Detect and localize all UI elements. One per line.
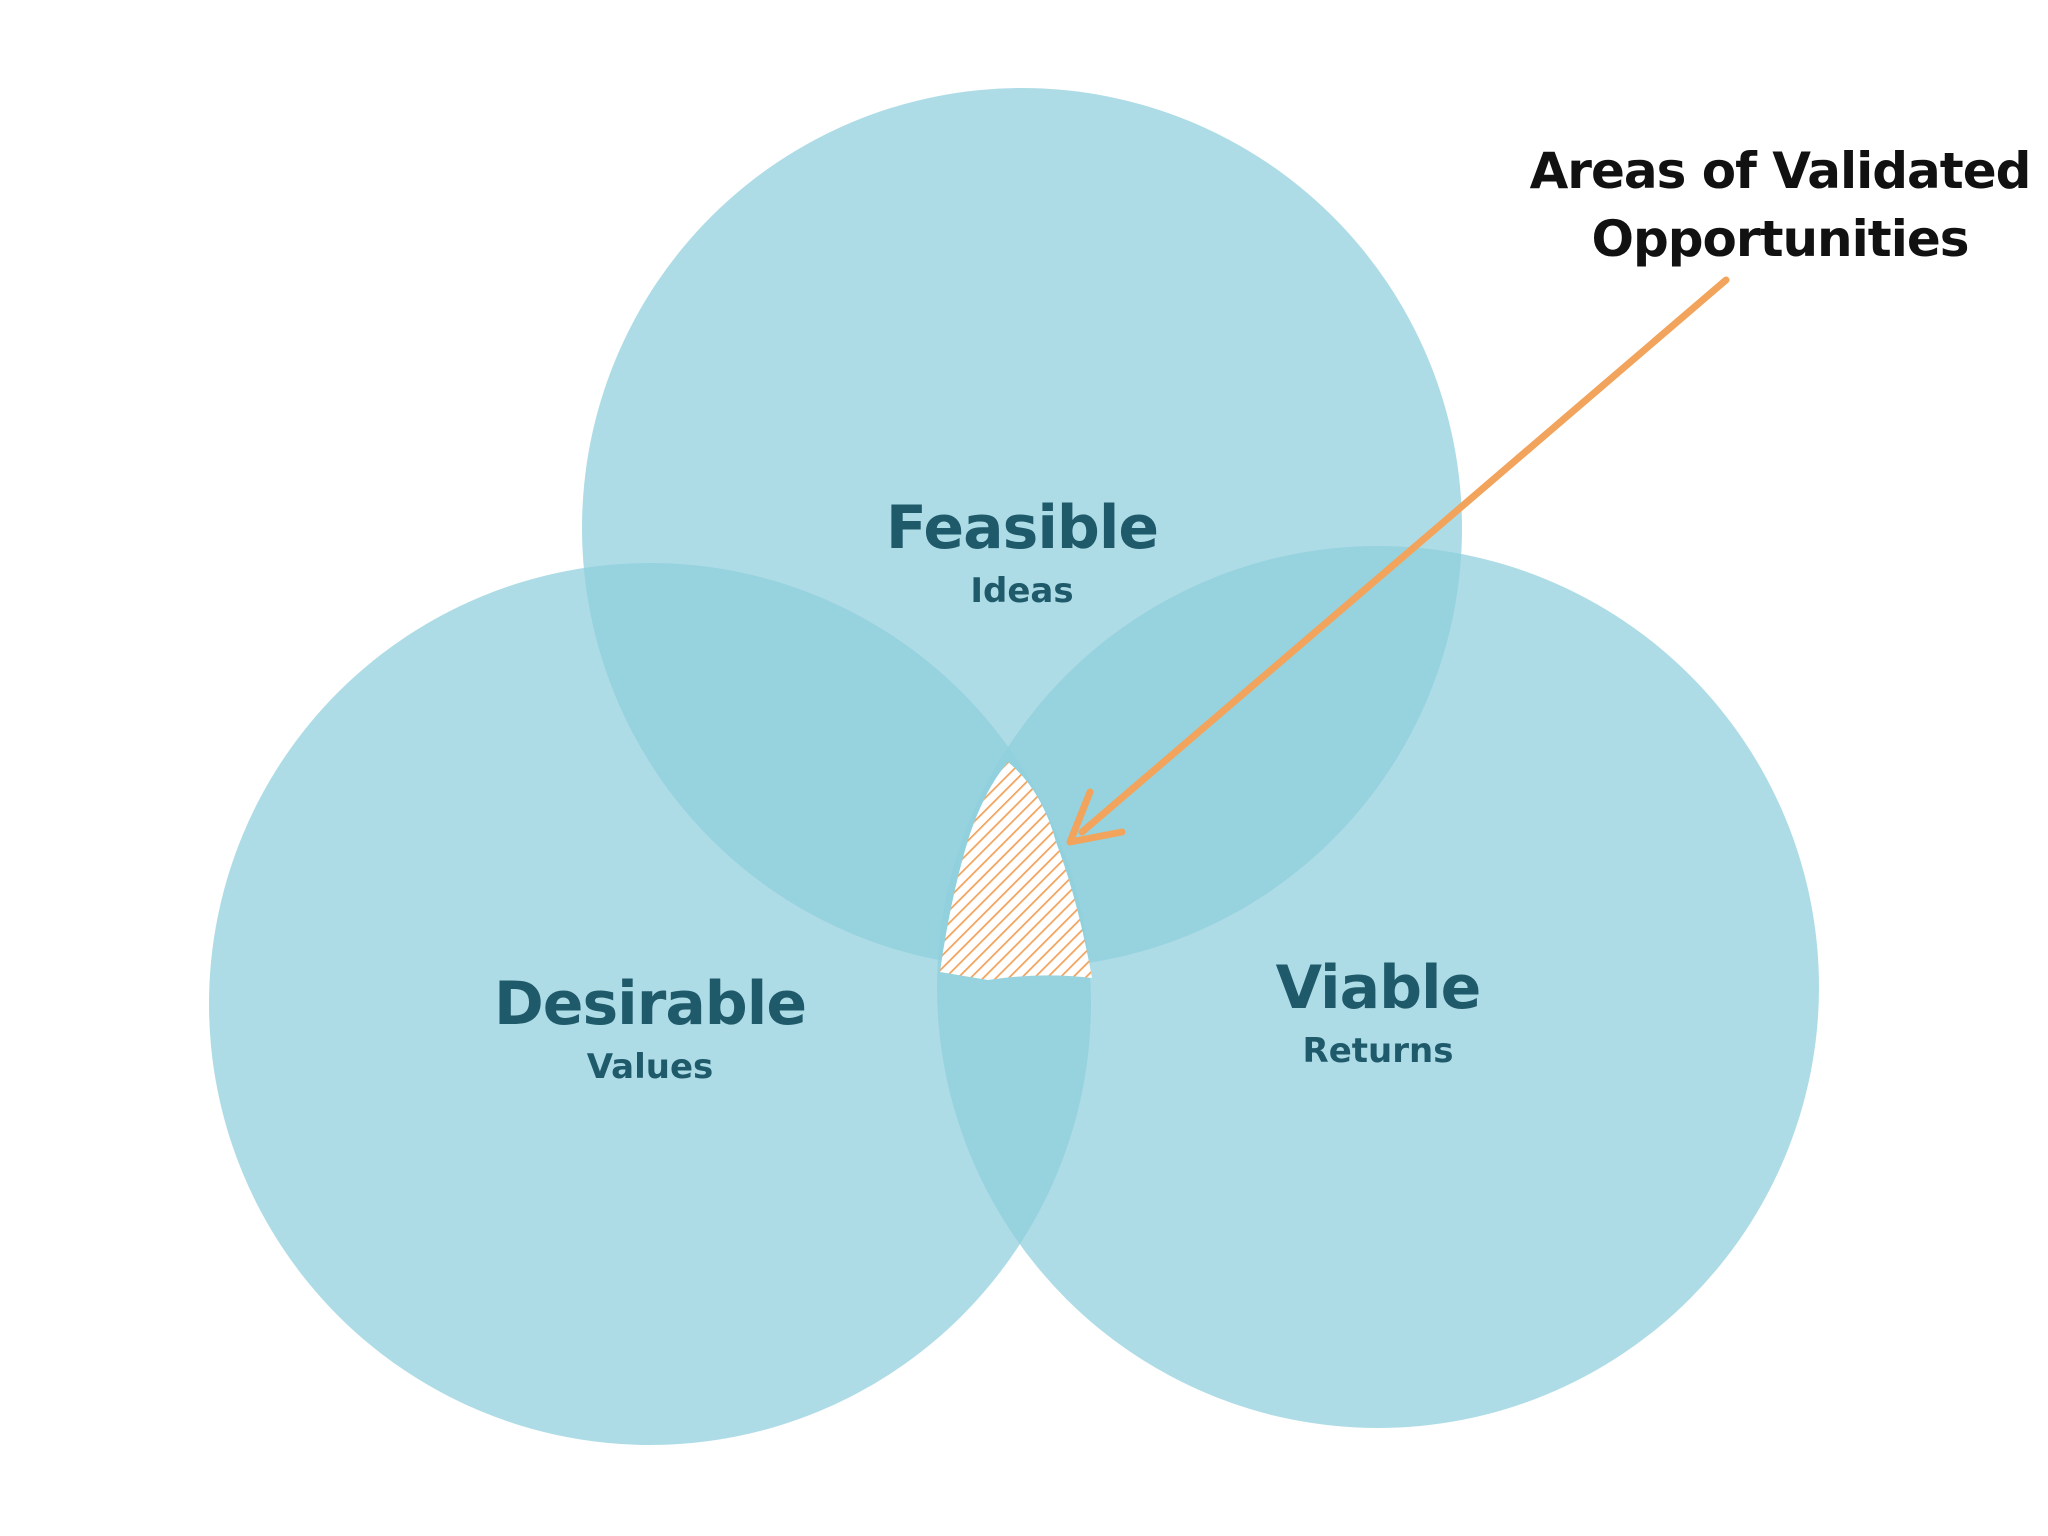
circle-desirable bbox=[209, 563, 1091, 1445]
callout-arrow-line bbox=[1078, 276, 1730, 836]
callout-line-2: Opportunities bbox=[1591, 210, 1968, 268]
viable-title: Viable bbox=[1276, 953, 1481, 1023]
viable-subtitle: Returns bbox=[1303, 1031, 1454, 1071]
validated-opportunities-region bbox=[940, 762, 1092, 980]
desirable-subtitle: Values bbox=[587, 1047, 714, 1087]
desirable-title: Desirable bbox=[494, 969, 806, 1039]
feasible-title: Feasible bbox=[886, 493, 1158, 563]
feasible-subtitle: Ideas bbox=[970, 571, 1073, 611]
callout-arrow-head bbox=[1066, 788, 1126, 846]
callout-line-1: Areas of Validated bbox=[1530, 142, 2031, 200]
